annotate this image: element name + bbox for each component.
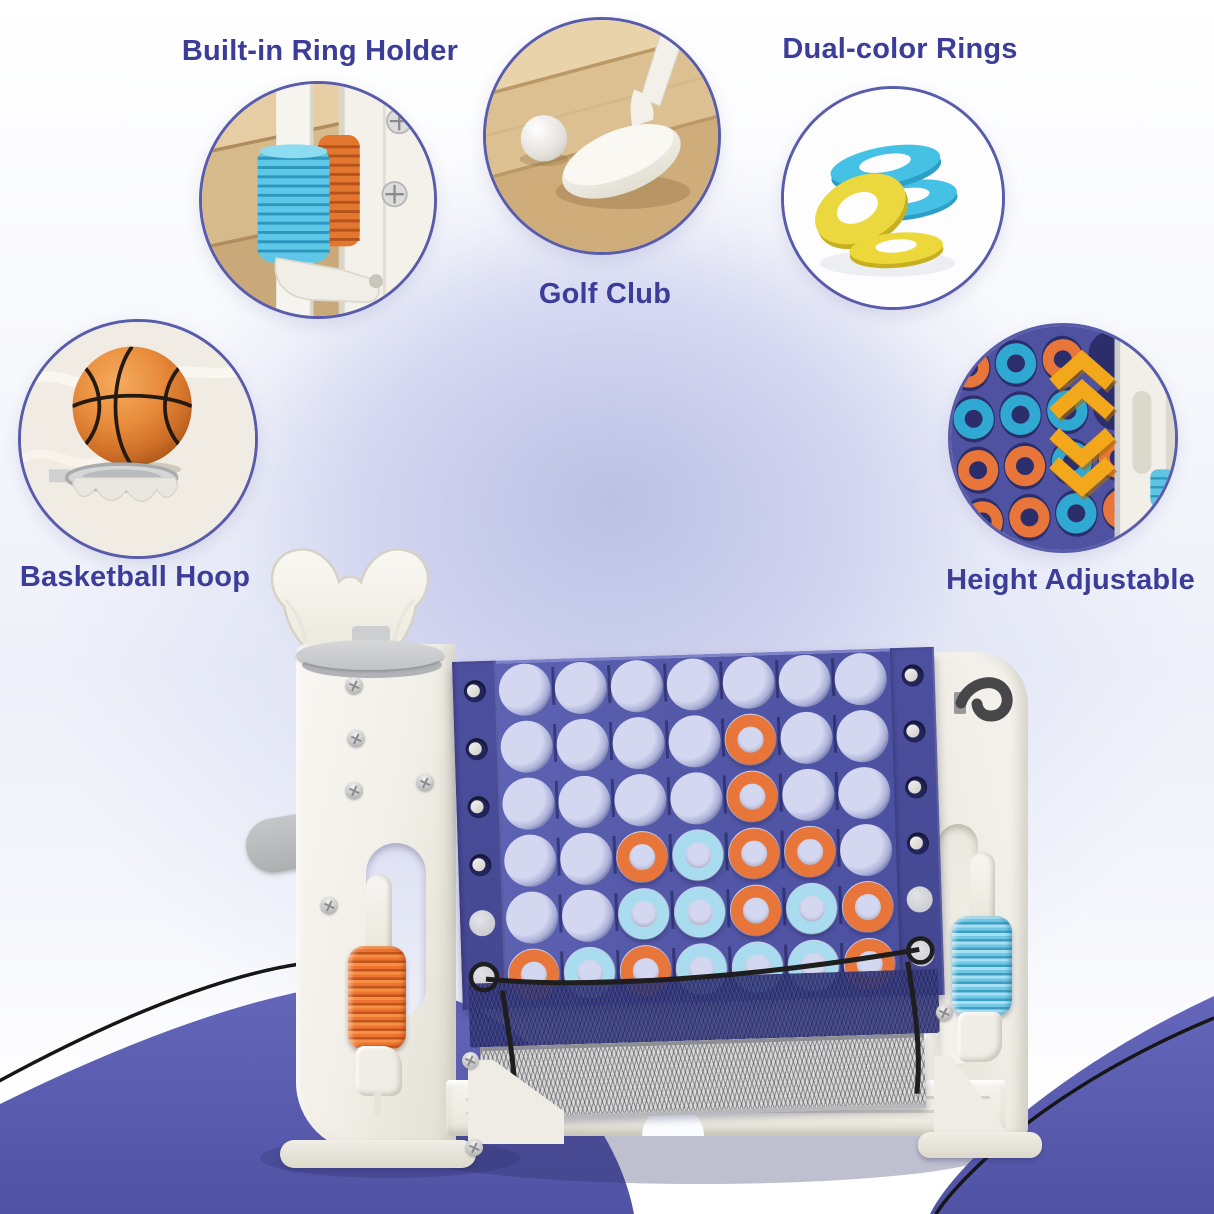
- left-foot-plate: [280, 1140, 476, 1168]
- elastic-cord: [468, 936, 935, 1123]
- hoop-skirt: [71, 477, 179, 502]
- base-groove: [742, 1110, 980, 1113]
- golf-club-head: [562, 124, 681, 199]
- connect-four-board: [452, 646, 949, 1132]
- mini-game-ring-blue: [1056, 493, 1097, 534]
- golf-club-hook: [954, 677, 1013, 722]
- feature-label-dual-rings: Dual-color Rings: [782, 33, 1018, 65]
- mini-game-ring-orange: [957, 450, 999, 491]
- blue-post-bracket: [958, 1012, 1002, 1062]
- ring-holder-photo: [202, 84, 434, 316]
- mini-frame-slot: [1132, 390, 1152, 474]
- chevron-up-icon: [1049, 349, 1115, 390]
- right-foot-plate: [918, 1132, 1042, 1158]
- basketball: [72, 346, 192, 466]
- blue-ring-stack: [257, 144, 330, 263]
- callout-dual-rings: [781, 86, 1005, 310]
- orange-post-pin: [374, 1092, 381, 1116]
- ring-holder-disc: [296, 640, 444, 670]
- feature-label-ring-holder: Built-in Ring Holder: [181, 35, 459, 67]
- chevron-down-icon: [1049, 457, 1115, 497]
- mini-game-ring-orange: [1004, 445, 1046, 487]
- height-adjustable-photo: [951, 326, 1175, 550]
- blue-ring-stack: [952, 916, 1012, 1016]
- feature-label-basketball-hoop: Basketball Hoop: [19, 561, 251, 593]
- feature-label-golf-club: Golf Club: [538, 278, 672, 310]
- yellow-ring: [815, 173, 908, 250]
- mini-game-ring-blue: [1000, 394, 1041, 435]
- callout-basketball-hoop: [18, 319, 258, 559]
- callout-height-adjustable: [948, 323, 1178, 553]
- feature-label-height-adjustable: Height Adjustable: [946, 564, 1195, 596]
- dual-rings-photo: [784, 89, 1002, 307]
- golf-club-photo: [486, 20, 718, 252]
- mini-game-ring-orange: [1009, 497, 1050, 538]
- chevron-down-icon: [1049, 428, 1115, 468]
- mini-game-ring-blue: [995, 343, 1037, 384]
- callout-ring-holder: [199, 81, 437, 319]
- basketball-hoop-photo: [21, 322, 255, 556]
- chevron-up-icon: [1049, 379, 1115, 419]
- yellow-ring: [849, 232, 944, 269]
- hoop-bracket: [49, 469, 71, 483]
- basketball-seams: [72, 346, 192, 466]
- mini-game-ring-blue: [953, 398, 994, 439]
- orange-post-bracket: [356, 1046, 402, 1096]
- golf-ball: [520, 115, 568, 162]
- height-arrows-icon: [1049, 349, 1118, 501]
- tail-mount-tab: [352, 626, 390, 642]
- orange-ring-stack: [348, 946, 406, 1050]
